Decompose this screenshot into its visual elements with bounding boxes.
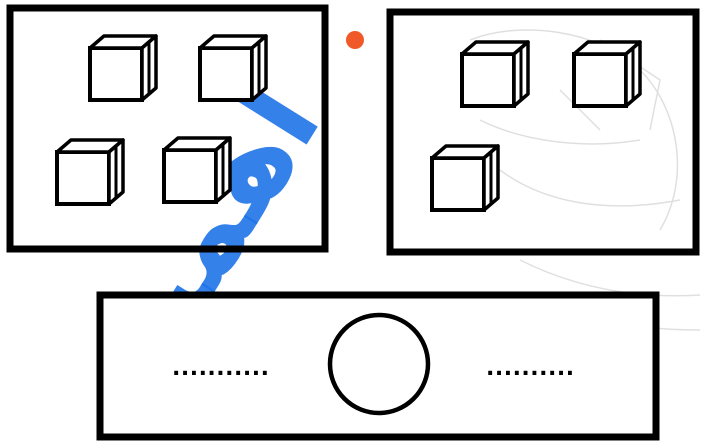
cube-icon bbox=[162, 136, 232, 204]
cube-icon bbox=[572, 40, 642, 108]
left-blank[interactable]: ........... bbox=[172, 356, 269, 381]
left-cube-box bbox=[6, 4, 329, 253]
right-blank[interactable]: .......... bbox=[486, 356, 575, 381]
cube-icon bbox=[198, 34, 268, 102]
right-cube-box bbox=[386, 8, 700, 256]
cube-icon bbox=[88, 34, 158, 102]
comparison-circle[interactable] bbox=[327, 312, 431, 416]
comparison-answer-box: ........... .......... bbox=[96, 291, 660, 441]
cube-icon bbox=[430, 144, 500, 212]
watermark-dot bbox=[346, 31, 364, 49]
cube-icon bbox=[55, 138, 125, 206]
cube-icon bbox=[460, 40, 530, 108]
